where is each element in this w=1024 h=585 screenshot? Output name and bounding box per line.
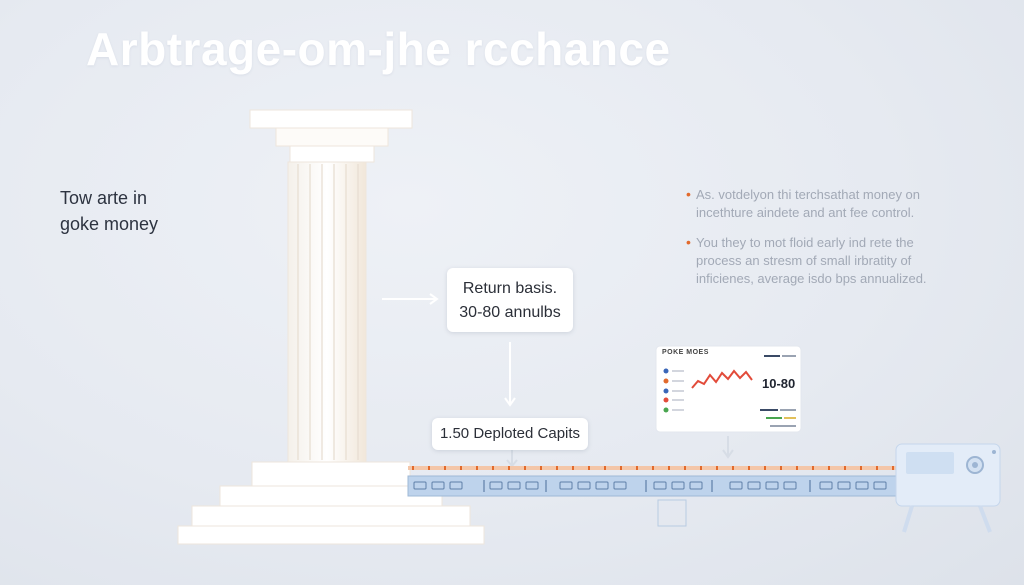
dashboard-card [655, 345, 802, 433]
pipeline-segments [413, 481, 887, 490]
machine-device [895, 443, 1001, 533]
notes-list: • As. votdelyon thi terchsathat money on… [686, 186, 980, 300]
flow-arrows [382, 293, 734, 468]
deployed-capital-label: 1.50 Deploted Capits [439, 425, 581, 442]
note-line: You they to mot floid early ind rete the [696, 235, 914, 250]
pillar [177, 109, 485, 545]
left-caption: Tow arte in goke money [60, 185, 200, 237]
pipeline-tick-row [412, 466, 894, 470]
bullet-icon: • [686, 234, 691, 250]
card-title: POKE MOES [662, 349, 709, 356]
card-value: 10-80 [762, 376, 796, 391]
card-trend-line [691, 369, 753, 389]
capital-pipeline [407, 466, 901, 527]
note-item: • You they to mot floid early ind rete t… [686, 234, 980, 288]
card-legend-dots [663, 368, 669, 413]
note-line: incethture aindete and ant fee control. [696, 205, 915, 220]
note-item: • As. votdelyon thi terchsathat money on… [686, 186, 980, 222]
left-caption-line-2: goke money [60, 214, 159, 234]
page-title: Arbtrage-om-jhe rcchance [86, 23, 671, 75]
note-line: As. votdelyon thi terchsathat money on [696, 187, 921, 202]
return-basis-box: Return basis. 30-80 annulbs [447, 268, 573, 332]
deployed-capital-box: 1.50 Deploted Capits [432, 418, 588, 450]
note-line: inficienes, average isdo bps annualized. [696, 271, 927, 286]
left-caption-line-1: Tow arte in [60, 188, 148, 208]
return-basis-line-1: Return basis. [462, 280, 558, 297]
note-line: process an stresm of small irbratity of [696, 253, 912, 268]
return-basis-line-2: 30-80 annulbs [459, 304, 561, 321]
bullet-icon: • [686, 186, 691, 202]
